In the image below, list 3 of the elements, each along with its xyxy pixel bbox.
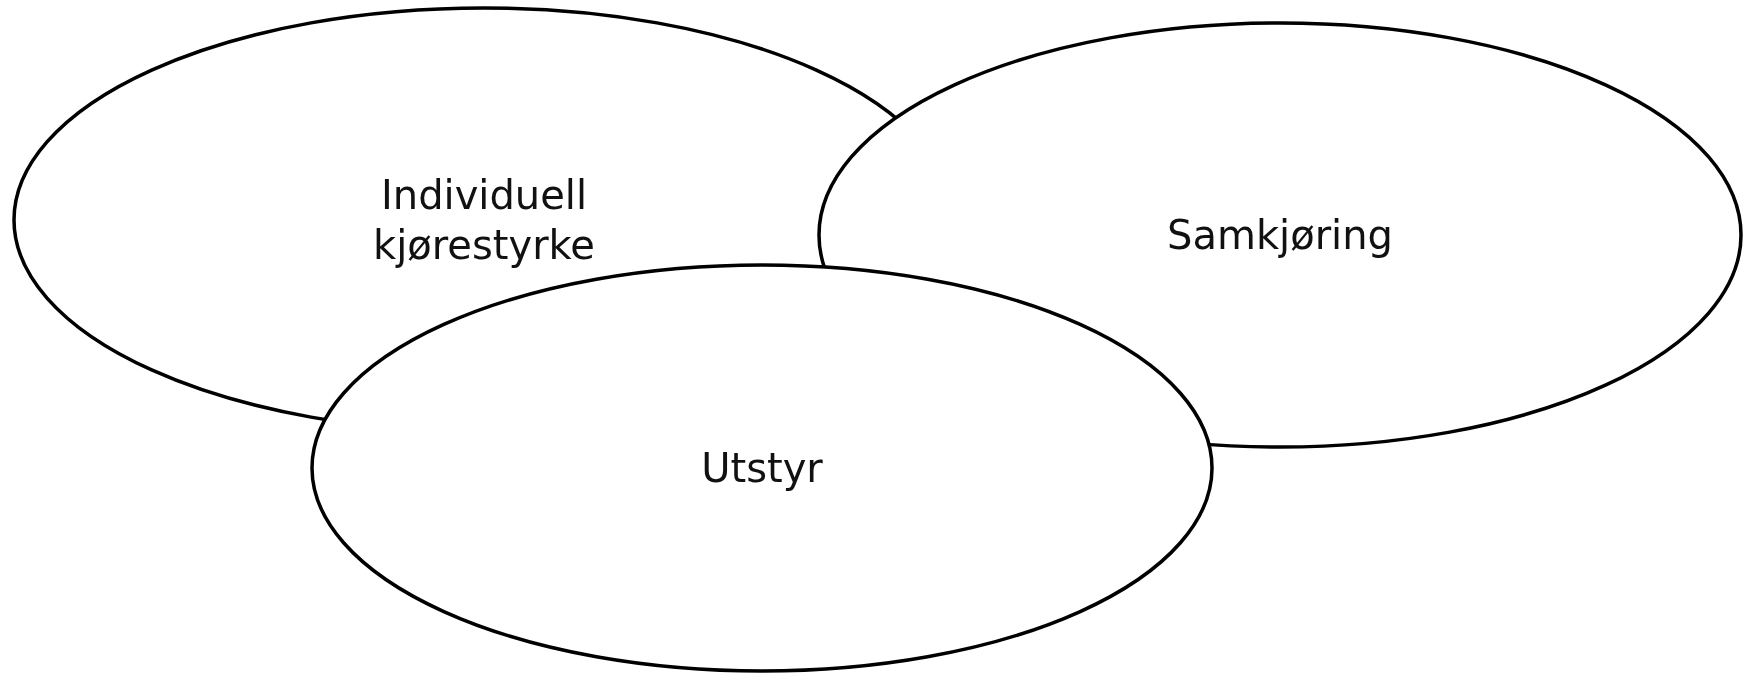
- ellipse-label: Samkjøring: [1166, 211, 1394, 260]
- ellipse-label: Utstyr: [700, 444, 824, 493]
- ellipse-label: Individuell kjørestyrke: [372, 171, 596, 270]
